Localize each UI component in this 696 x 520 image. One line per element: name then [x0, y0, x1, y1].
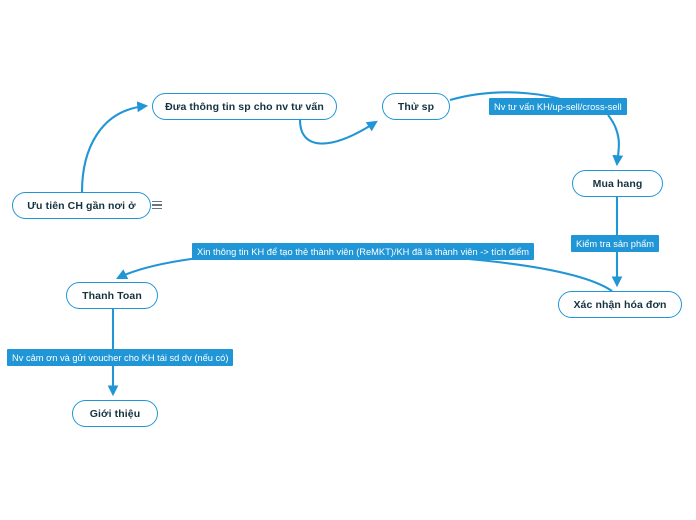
- edge-label-text: Nv cảm ơn và gửi voucher cho KH tái sd d…: [12, 352, 229, 363]
- node-uu-tien-ch-gan-noi-o[interactable]: Ưu tiên CH gần nơi ở: [12, 192, 151, 219]
- edge-label-nv-tu-van[interactable]: Nv tư vấn KH/up-sell/cross-sell: [489, 98, 627, 115]
- node-thu-sp[interactable]: Thử sp: [382, 93, 450, 120]
- node-gioi-thieu[interactable]: Giới thiệu: [72, 400, 158, 427]
- edge-thusp-to-muahang-tail: [607, 114, 624, 167]
- node-thanh-toan[interactable]: Thanh Toan: [66, 282, 158, 309]
- edge-label-text: Xin thông tin KH để tạo thẻ thành viên (…: [197, 246, 530, 257]
- node-xac-nhan-hoa-don[interactable]: Xác nhận hóa đơn: [558, 291, 682, 318]
- menu-line: [152, 200, 162, 203]
- edge-label-xin-thong-tin-kh[interactable]: Xin thông tin KH để tạo thẻ thành viên (…: [192, 243, 535, 260]
- node-mua-hang[interactable]: Mua hang: [572, 170, 663, 197]
- edge-label-nv-cam-on[interactable]: Nv cảm ơn và gửi voucher cho KH tái sd d…: [7, 349, 234, 366]
- node-label: Mua hang: [592, 177, 643, 190]
- edge-duathongtin-to-thusp: [298, 119, 378, 145]
- node-label: Thanh Toan: [82, 289, 142, 302]
- hamburger-menu-icon[interactable]: [152, 199, 164, 211]
- node-label: Thử sp: [397, 100, 435, 113]
- node-label: Giới thiệu: [89, 407, 141, 420]
- edge-label-text: Kiểm tra sản phẩm: [576, 238, 655, 249]
- node-dua-thong-tin-sp[interactable]: Đưa thông tin sp cho nv tư vấn: [152, 93, 337, 120]
- node-label: Xác nhận hóa đơn: [573, 298, 667, 311]
- menu-line: [152, 204, 162, 206]
- edge-label-text: Nv tư vấn KH/up-sell/cross-sell: [494, 101, 622, 112]
- edge-label-kiem-tra-san-pham[interactable]: Kiểm tra sản phẩm: [571, 235, 660, 252]
- menu-line: [152, 207, 162, 210]
- node-label: Ưu tiên CH gần nơi ở: [27, 199, 136, 212]
- node-label: Đưa thông tin sp cho nv tư vấn: [165, 100, 324, 113]
- edge-uutien-to-duathongtin: [80, 101, 149, 193]
